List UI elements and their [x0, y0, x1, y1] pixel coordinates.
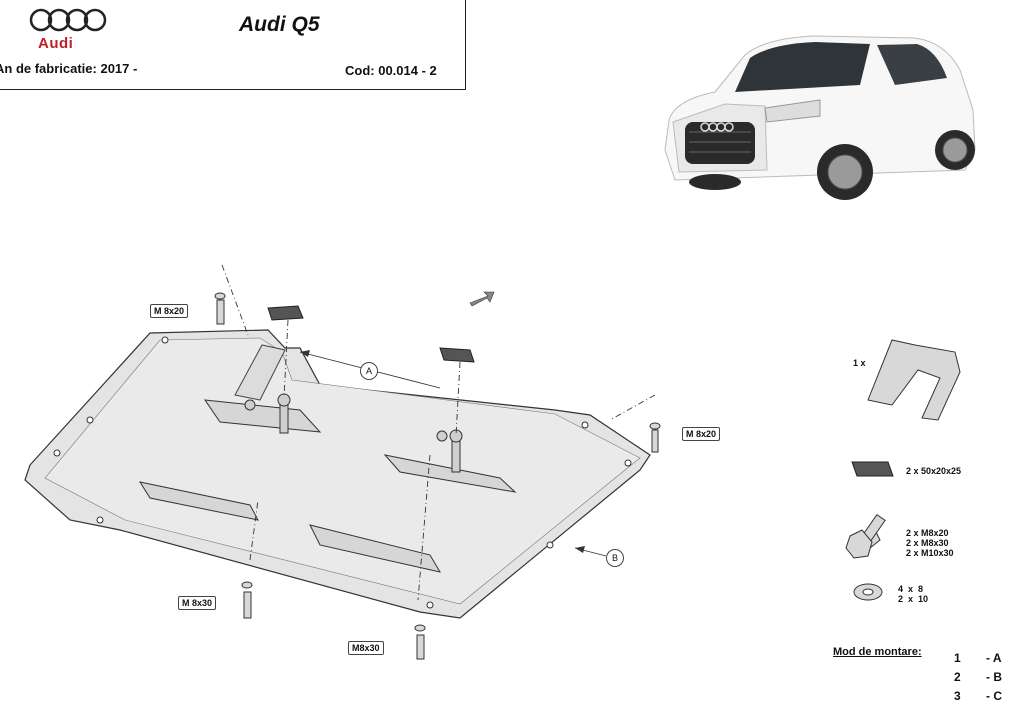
- washers-spec: 4 x 8 2 x 10: [898, 584, 929, 604]
- title-block: Audi Audi Q5 An de fabricatie: 2017 - Co…: [0, 0, 466, 90]
- bolt-label-right: M 8x20: [682, 427, 721, 441]
- mounting-title: Mod de montare:: [833, 646, 922, 658]
- audi-rings-logo: [29, 8, 107, 32]
- model-title: Audi Q5: [239, 13, 320, 36]
- mounting-row: 1 - A: [954, 651, 1002, 665]
- bracket-part: [867, 339, 961, 421]
- mounting-row: 2 - B: [954, 670, 1003, 684]
- brand-wordmark: Audi: [38, 35, 74, 52]
- bracket-quantity: 1 x: [853, 358, 866, 368]
- bolt-label-top-left: M 8x20: [150, 304, 189, 318]
- spacer-spec: 2 x 50x20x25: [906, 466, 962, 476]
- product-code: Cod: 00.014 - 2: [345, 63, 437, 78]
- mounting-row: 3 - C: [954, 689, 1003, 703]
- bolts-spec: 2 x M8x20 2 x M8x30 2 x M10x30: [906, 528, 954, 558]
- bolt-label-bottom-center: M8x30: [348, 641, 384, 655]
- callout-a: A: [360, 362, 378, 380]
- manufacture-year: An de fabricatie: 2017 -: [0, 61, 138, 76]
- car-illustration: [664, 35, 976, 200]
- bolt-label-bottom-left: M 8x30: [178, 596, 217, 610]
- callout-b: B: [606, 549, 624, 567]
